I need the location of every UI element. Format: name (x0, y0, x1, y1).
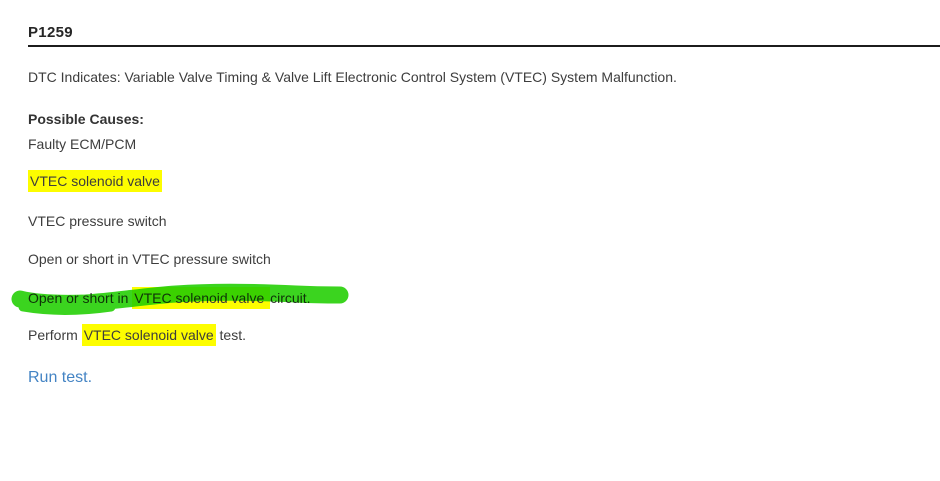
cause-item-solenoid-valve: VTEC solenoid valve (28, 170, 940, 192)
cause-item-open-short-solenoid-circuit: Open or short in VTEC solenoid valve cir… (11, 283, 940, 315)
yellow-highlight-perform-solenoid: VTEC solenoid valve (81, 324, 216, 346)
instruction-pre: Perform (28, 327, 82, 343)
run-test-link[interactable]: Run test. (28, 369, 93, 386)
possible-causes-heading: Possible Causes: (28, 111, 144, 127)
cause-open-short-pre: Open or short in (28, 290, 133, 306)
cause-item-pressure-switch: VTEC pressure switch (28, 213, 167, 229)
yellow-highlight-solenoid-circuit: VTEC solenoid valve (132, 287, 271, 309)
dtc-code-title: P1259 (28, 24, 940, 47)
instruction-post: test. (215, 327, 246, 343)
dtc-description: DTC Indicates: Variable Valve Timing & V… (28, 69, 677, 85)
cause-open-short-post: circuit. (270, 290, 311, 306)
cause-item-faulty-ecm: Faulty ECM/PCM (28, 136, 137, 152)
cause-item-open-short-pressure-switch: Open or short in VTEC pressure switch (28, 251, 271, 267)
yellow-highlight-solenoid-valve: VTEC solenoid valve (28, 170, 162, 192)
instruction-perform-test: Perform VTEC solenoid valve test. (28, 324, 940, 346)
run-test-line: Run test. (28, 368, 940, 387)
green-marker-stroke-tail (18, 302, 116, 315)
